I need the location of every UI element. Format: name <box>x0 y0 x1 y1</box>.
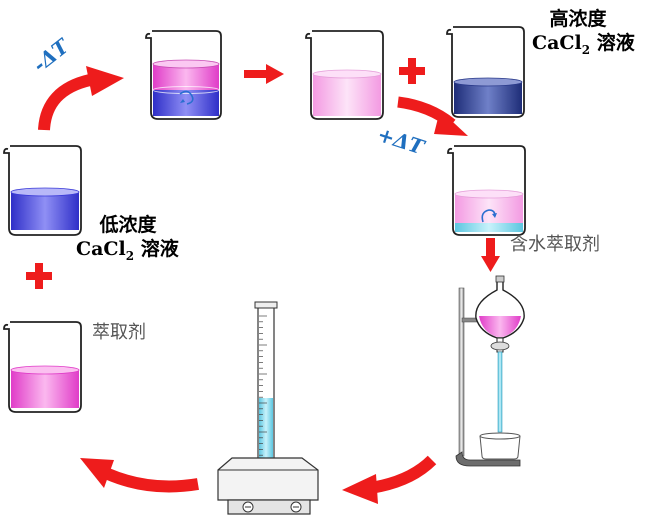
beaker-mixing <box>145 30 222 120</box>
stand-rod <box>458 287 465 457</box>
arrow-icon <box>86 66 124 96</box>
beaker-low-conc <box>3 145 82 236</box>
beaker-high-conc <box>446 26 525 118</box>
high-conc-title: 高浓度 <box>549 8 607 30</box>
arrow-icon <box>486 238 495 258</box>
arrow-icon <box>369 455 437 494</box>
beaker-water-extractant <box>447 145 526 236</box>
high-conc-formula: CaCl2 溶液 <box>532 32 635 61</box>
formula-main: CaCl <box>532 32 582 54</box>
formula-tail: 溶液 <box>134 238 179 260</box>
low-conc-title: 低浓度 <box>99 214 157 236</box>
formula-subscript: 2 <box>581 42 591 57</box>
mixing-arrow-icon <box>481 209 496 223</box>
graduated-cylinder-icon <box>245 301 287 471</box>
low-conc-formula: CaCl2 溶液 <box>76 238 179 267</box>
formula-main: CaCl <box>76 238 126 260</box>
formula-tail: 溶液 <box>590 32 635 54</box>
extractant-label: 萃取剂 <box>92 322 146 343</box>
stand-base <box>455 451 521 467</box>
hot-plate-stirrer-icon <box>217 457 319 515</box>
arrow-icon <box>105 468 199 493</box>
mixing-arrow-icon <box>179 90 194 105</box>
arrow-icon <box>244 70 268 78</box>
plus-icon <box>26 263 52 289</box>
arrow-icon <box>38 74 92 131</box>
water-extractant-label: 含水萃取剂 <box>510 234 600 255</box>
beaker-extractant <box>3 321 82 413</box>
plus-icon <box>399 58 425 84</box>
formula-subscript: 2 <box>125 248 135 263</box>
beaker-extractant-phase <box>305 30 384 120</box>
separatory-funnel-icon <box>455 275 525 467</box>
